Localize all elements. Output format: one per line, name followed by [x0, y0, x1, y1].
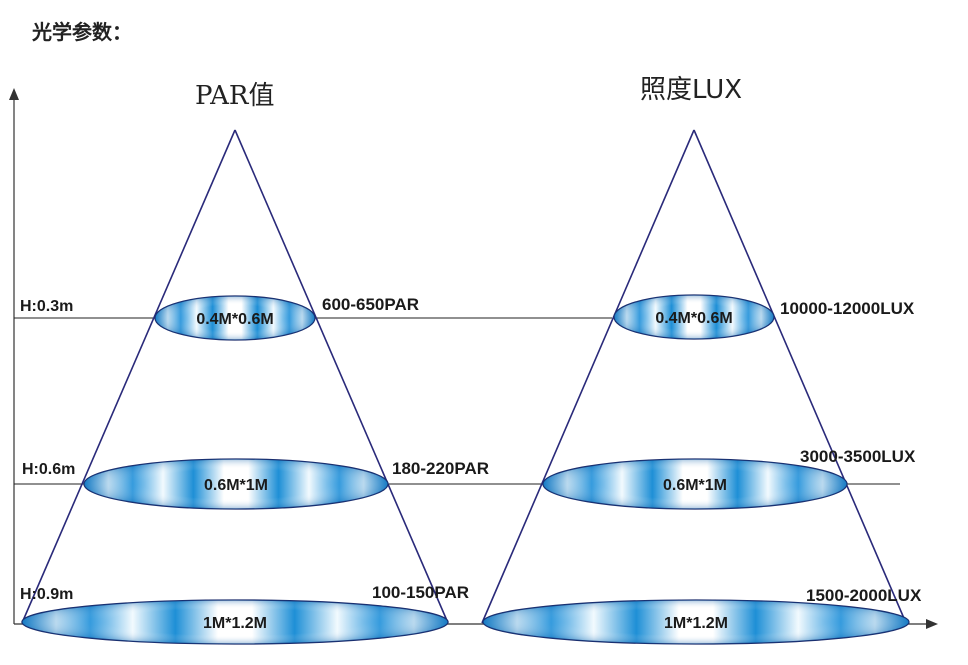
cone-par-right-edge [234, 129, 449, 624]
light-spot-shade [483, 600, 909, 644]
cone-lux-right-edge [693, 129, 907, 624]
lux-value-label: 3000-3500LUX [800, 447, 916, 466]
cone-par-left-edge [21, 129, 236, 624]
spot-size-label: 1M*1.2M [203, 615, 267, 632]
cone-par-title: PAR值 [195, 81, 274, 111]
cone-lux-title: 照度LUX [640, 75, 742, 105]
page-title: 光学参数： [31, 20, 132, 44]
lux-value-label: 10000-12000LUX [780, 299, 915, 318]
light-spot-shade [614, 295, 774, 339]
spot-size-label: 0.6M*1M [663, 477, 727, 494]
height-label: H:0.9m [20, 586, 73, 603]
light-spot-shade [22, 600, 448, 644]
light-spot-shade [84, 459, 388, 509]
light-spot-shade [543, 459, 847, 509]
par-value-label: 100-150PAR [372, 583, 469, 602]
light-spot-shade [155, 296, 315, 340]
height-label: H:0.6m [22, 461, 75, 478]
cone-lux: 照度LUX 0.4M*0.6M 10000-12000LUX 0.6M*1M 3… [481, 75, 922, 645]
lux-value-label: 1500-2000LUX [806, 586, 922, 605]
cone-par: PAR值 H:0.3m 0.4M*0.6M 600-650PAR H:0.6m … [20, 81, 489, 645]
spot-size-label: 0.4M*0.6M [196, 311, 273, 328]
spot-size-label: 0.4M*0.6M [655, 310, 732, 327]
par-value-label: 600-650PAR [322, 295, 419, 314]
cone-lux-left-edge [481, 129, 695, 624]
horizontal-axis-arrow [926, 619, 938, 629]
spot-size-label: 0.6M*1M [204, 477, 268, 494]
par-value-label: 180-220PAR [392, 459, 489, 478]
vertical-axis-arrow [9, 88, 19, 100]
spot-size-label: 1M*1.2M [664, 615, 728, 632]
height-label: H:0.3m [20, 298, 73, 315]
